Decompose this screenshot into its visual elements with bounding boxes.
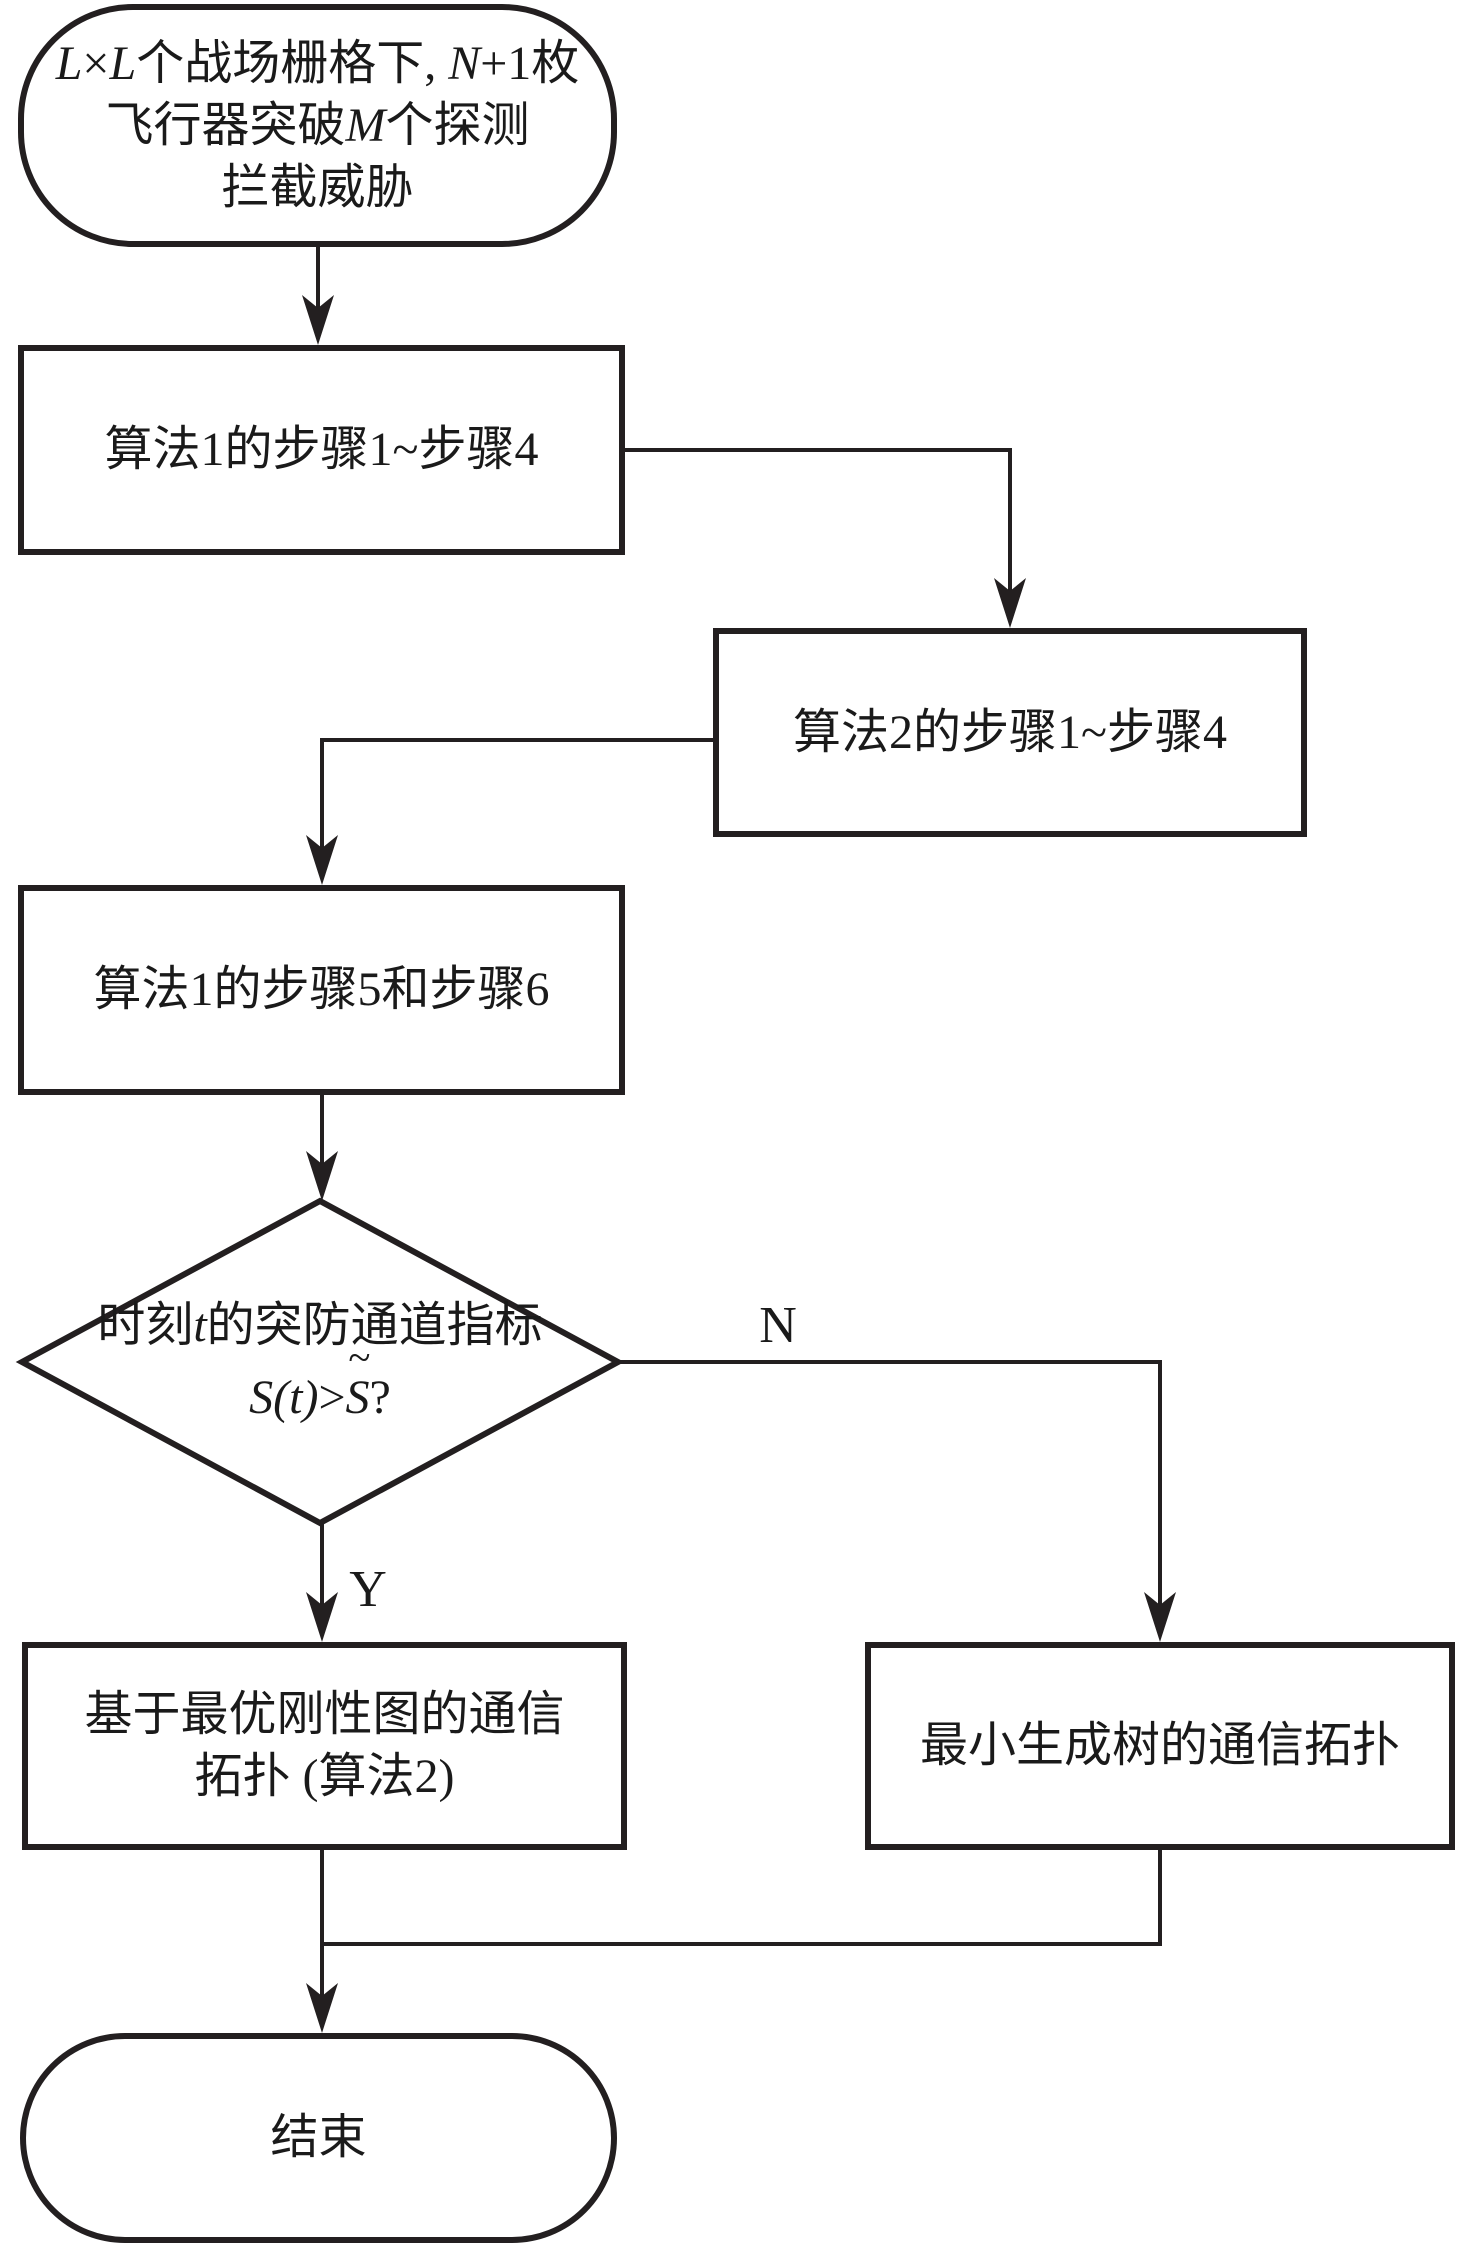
start-line3: 拦截威胁 bbox=[221, 160, 414, 214]
decision-line1: 时刻t的突防通道指标 bbox=[97, 1299, 543, 1352]
step2-box: 算法2的步骤1~步骤4 bbox=[713, 628, 1307, 837]
step3-box: 算法1的步骤5和步骤6 bbox=[18, 885, 625, 1095]
rigid-graph-box: 基于最优刚性图的通信 拓扑 (算法2) bbox=[22, 1642, 627, 1850]
arrowhead-into-mst-box bbox=[1144, 1592, 1176, 1642]
rigid-graph-line2: 拓扑 (算法2) bbox=[194, 1750, 455, 1803]
start-line2: 飞行器突破M个探测 bbox=[105, 98, 530, 152]
arrowhead-into-step3 bbox=[306, 835, 338, 885]
decision-diamond-shape bbox=[15, 1197, 625, 1527]
step1-box: 算法1的步骤1~步骤4 bbox=[18, 345, 625, 555]
edge-decision-no bbox=[618, 1360, 1162, 1605]
start-node: L×L个战场栅格下, N+1枚 飞行器突破M个探测 拦截威胁 bbox=[18, 4, 617, 247]
rigid-graph-line1: 基于最优刚性图的通信 bbox=[84, 1688, 565, 1741]
decision-line2: S(t)>S~? bbox=[249, 1335, 391, 1424]
edge-mst-merge bbox=[322, 1850, 1162, 1946]
edge-step2-step3 bbox=[320, 738, 713, 848]
edge-label-no: N bbox=[759, 1297, 797, 1354]
mst-label: 最小生成树的通信拓扑 bbox=[919, 1719, 1400, 1772]
arrowhead-into-rigid-box bbox=[306, 1592, 338, 1642]
edge-step1-step2 bbox=[625, 448, 1012, 591]
end-label: 结束 bbox=[270, 2111, 367, 2164]
step1-label: 算法1的步骤1~步骤4 bbox=[104, 423, 539, 476]
arrowhead-into-step2 bbox=[994, 578, 1026, 628]
arrowhead-into-step1 bbox=[302, 295, 334, 345]
arrowhead-into-decision bbox=[306, 1151, 338, 1201]
arrowhead-into-end bbox=[306, 1983, 338, 2033]
decision-diamond-text: 时刻t的突防通道指标 S(t)>S~? bbox=[22, 1290, 618, 1434]
step2-label: 算法2的步骤1~步骤4 bbox=[793, 705, 1227, 759]
step3-label: 算法1的步骤5和步骤6 bbox=[93, 963, 550, 1016]
start-line1: L×L个战场栅格下, N+1枚 bbox=[55, 36, 580, 90]
mst-box: 最小生成树的通信拓扑 bbox=[865, 1642, 1455, 1850]
end-node: 结束 bbox=[20, 2033, 617, 2243]
edge-label-yes: Y bbox=[349, 1561, 387, 1618]
tilde-accent: ~ bbox=[348, 1335, 371, 1381]
